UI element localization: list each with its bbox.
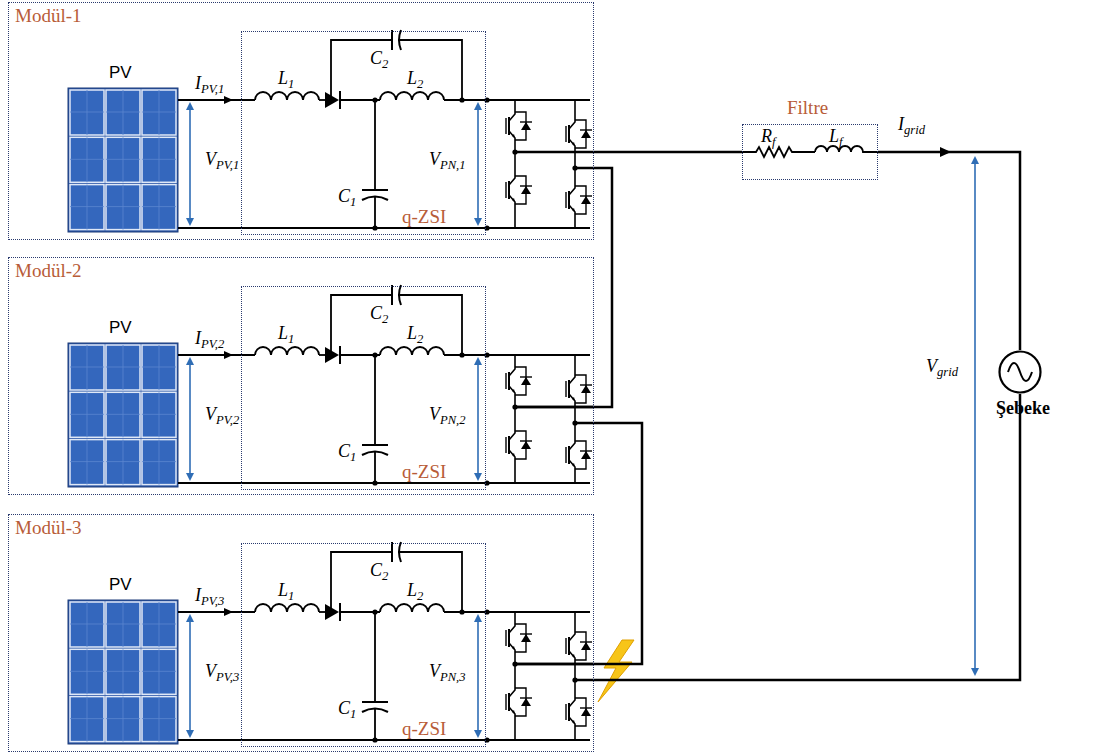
component-label: L2 <box>407 68 423 89</box>
component-label: VPV,1 <box>205 149 239 170</box>
heading-label: Filtre <box>787 97 828 119</box>
signal-label: Igrid <box>898 114 925 135</box>
module-box: Modül-1PV IPV,1VPV,1 VPN,1 q-ZSI L1 C2L2C1 <box>8 2 594 240</box>
component-label: L2 <box>407 323 423 344</box>
component-label: L1 <box>278 68 294 89</box>
component-label: Lf <box>829 126 843 147</box>
module-box: Modül-3PV IPV,3VPV,3 VPN,3 q-ZSI L1 C2L2C1 <box>8 514 594 752</box>
component-label: VPN,1 <box>429 149 466 170</box>
node-label: PV <box>109 318 132 338</box>
component-label: L1 <box>278 323 294 344</box>
component-label: Rf <box>761 126 776 147</box>
component-label: L1 <box>278 580 294 601</box>
wire-connector <box>594 423 642 664</box>
filter-box: FiltreRfLf <box>742 124 878 180</box>
component-label: C2 <box>370 48 388 69</box>
heading-label: q-ZSI <box>402 718 446 740</box>
component-label: C1 <box>338 441 356 462</box>
node-label: PV <box>109 575 132 595</box>
component-label: IPV,1 <box>195 73 224 94</box>
heading-label: q-ZSI <box>402 206 446 228</box>
wire-connector <box>594 168 612 407</box>
node-label: Şebeke <box>996 398 1050 419</box>
component-label: C1 <box>338 698 356 719</box>
heading-label: Modül-3 <box>15 517 82 539</box>
grid-source: Şebeke <box>998 350 1042 394</box>
qzsi-box: q-ZSI L1 C2L2C1 <box>241 286 486 490</box>
qzsi-box: q-ZSI L1 C2L2C1 <box>241 31 486 235</box>
module-box: Modül-2PV IPV,2VPV,2 VPN,2 q-ZSI L1 C2L2C1 <box>8 257 594 495</box>
component-label: IPV,3 <box>195 585 224 606</box>
heading-label: q-ZSI <box>402 461 446 483</box>
wire-connector <box>878 152 1020 350</box>
component-label: VPV,3 <box>205 661 239 682</box>
wire-connector <box>594 394 1020 680</box>
component-label: C2 <box>370 303 388 324</box>
signal-label: Vgrid <box>926 356 958 377</box>
component-label: C1 <box>338 186 356 207</box>
component-label: L2 <box>407 580 423 601</box>
node-label: PV <box>109 63 132 83</box>
component-label: VPN,2 <box>429 404 466 425</box>
wire-connector <box>594 151 742 154</box>
component-label: IPV,2 <box>195 328 224 349</box>
heading-label: Modül-2 <box>15 260 82 282</box>
component-label: VPV,2 <box>205 404 239 425</box>
ac-source-symbol <box>998 350 1042 394</box>
component-label: VPN,3 <box>429 661 466 682</box>
qzsi-box: q-ZSI L1 C2L2C1 <box>241 543 486 747</box>
heading-label: Modül-1 <box>15 5 82 27</box>
component-label: C2 <box>370 560 388 581</box>
